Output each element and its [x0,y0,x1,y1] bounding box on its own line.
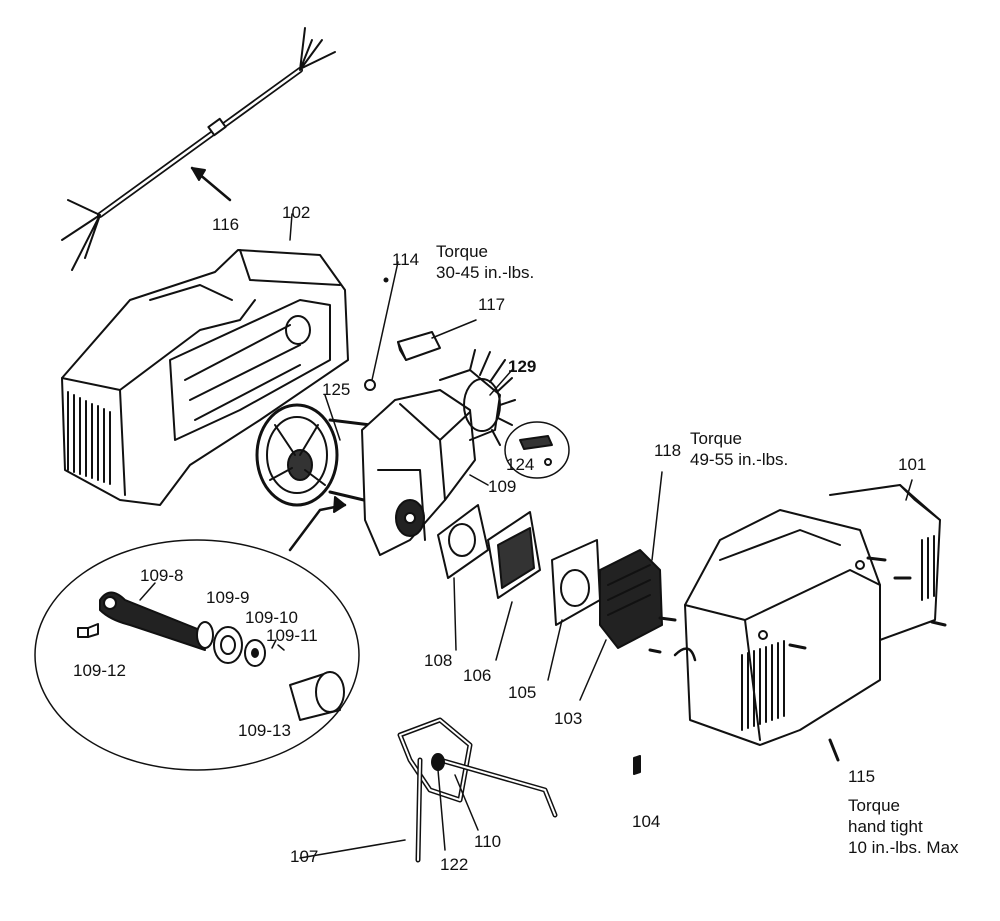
label-109-10: 109-10 [245,608,298,627]
label-125: 125 [322,380,351,399]
label-116: 116 [212,215,240,234]
small-parts-114-117 [364,261,477,391]
label-105: 105 [508,683,537,702]
connecting-rod-inset-drawing [34,496,360,771]
label-109-9: 109-9 [206,588,250,607]
label-106: 106 [463,666,492,685]
label-102: 102 [282,203,311,222]
gaskets-valve-plate-drawing [437,504,601,681]
torque-note-117-line1: Torque [436,242,488,261]
part-104-drawing [633,755,641,775]
torque-note-115: Torque hand tight 10 in.-lbs. Max [848,795,959,858]
torque-note-117: Torque 30-45 in.-lbs. [436,241,534,283]
label-115: 115 [848,767,876,786]
label-109: 109 [488,477,517,496]
label-109-12: 109-12 [73,661,126,680]
label-107: 107 [290,847,319,866]
label-109-8: 109-8 [140,566,184,585]
label-109-13: 109-13 [238,721,291,740]
right-shroud-drawing [673,479,947,762]
torque-note-115-line1: Torque [848,796,900,815]
label-129: 129 [508,357,537,376]
cylinder-head-drawing [579,471,677,701]
torque-note-118-line2: 49-55 in.-lbs. [690,450,789,469]
label-118: 118 [654,441,682,460]
motor-assembly-drawing [361,349,516,556]
label-117: 117 [478,295,506,314]
tube-assembly-drawing [299,717,558,863]
left-shroud-drawing [61,213,349,506]
torque-note-117-line2: 30-45 in.-lbs. [436,263,535,282]
label-124: 124 [506,455,535,474]
label-109-11: 109-11 [266,626,318,645]
torque-note-115-line3: 10 in.-lbs. Max [848,838,959,857]
label-103: 103 [554,709,583,728]
label-108: 108 [424,651,453,670]
torque-note-118: Torque 49-55 in.-lbs. [690,428,788,470]
torque-note-115-line2: hand tight [848,817,923,836]
torque-note-118-line1: Torque [690,429,742,448]
label-104: 104 [632,812,661,831]
inset-124-drawing [504,421,570,479]
label-122: 122 [440,855,469,874]
label-110: 110 [474,832,502,851]
label-114: 114 [392,250,420,269]
pulley-belt-drawing [255,394,397,507]
power-cord-drawing [61,27,336,271]
label-101: 101 [898,455,927,474]
